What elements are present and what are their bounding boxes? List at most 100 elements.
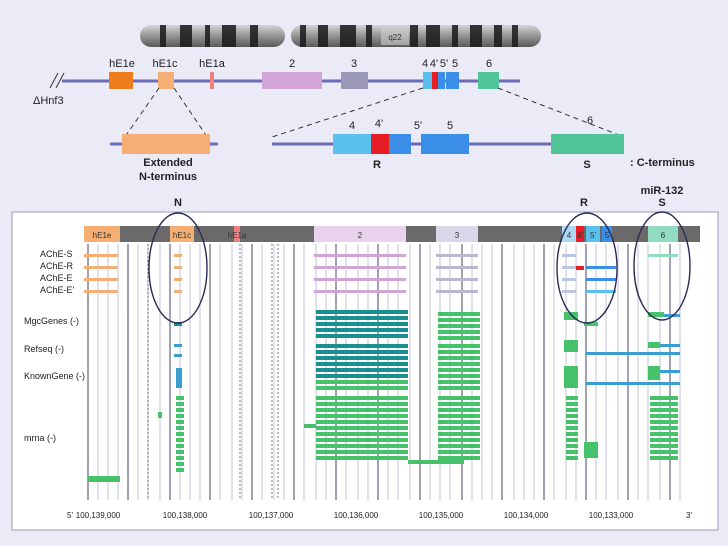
mrna-feature (566, 438, 578, 442)
gene-exon-3 (210, 72, 214, 89)
mgc-feature (438, 330, 480, 334)
mrna-feature (316, 414, 408, 418)
mrna-feature (566, 444, 578, 448)
zoom-exon-4-prime (371, 134, 389, 154)
mrna-feature (176, 450, 184, 454)
isoform-feature (174, 290, 182, 293)
mgc-feature (438, 324, 480, 328)
refseq-feature (438, 374, 480, 378)
mrna-feature (650, 414, 678, 418)
isoform-feature (314, 290, 406, 293)
isoform-feature (84, 278, 118, 281)
refseq-feature (316, 344, 408, 348)
zoom-label-6: 6 (587, 115, 593, 127)
mrna-feature (316, 450, 408, 454)
knowngene-feature (586, 382, 680, 385)
exon-bar-label: 5 (605, 231, 610, 240)
mrna-feature (438, 420, 480, 424)
zoom-exon-4 (333, 134, 371, 154)
exon-bar-segment (84, 226, 120, 242)
refseq-feature (438, 386, 480, 390)
zoom-detail: Extended N-terminus 4 4' 5' 5 6 R S : C-… (110, 115, 695, 183)
mrna-feature (566, 402, 578, 406)
exon-bar-label: hE1c (173, 231, 191, 240)
mgc-feature (648, 312, 664, 317)
mrna-feature (176, 408, 184, 412)
extended-caption-1: Extended (143, 157, 193, 169)
mrna-feature (88, 476, 120, 482)
exon-bar-segment (436, 226, 478, 242)
exon-bar-segment (170, 226, 194, 242)
mrna-feature (176, 432, 184, 436)
mrna-feature (566, 420, 578, 424)
exon-bar-label: 4' (577, 231, 583, 240)
mrna-feature (438, 456, 480, 460)
mrna-feature (566, 456, 578, 460)
isoform-feature (436, 254, 478, 257)
exon-bar-label: 3 (455, 231, 460, 240)
mrna-feature (408, 460, 464, 464)
knowngene-feature (648, 366, 660, 380)
isoform-feature (576, 266, 584, 270)
axis-start-label: 5' (67, 511, 73, 520)
mrna-feature (176, 468, 184, 472)
chromosome-ideogram: q22 (140, 25, 541, 47)
mgc-feature (316, 310, 408, 314)
gene-exon-label-10: 6 (486, 58, 492, 70)
isoform-feature (174, 266, 182, 269)
mrna-feature (650, 432, 678, 436)
axis-tick-label: 100,133,000 (589, 511, 634, 520)
knowngene-feature (176, 368, 182, 388)
gene-exon-label-1: hE1e (109, 58, 135, 70)
isoform-feature (562, 266, 576, 269)
mrna-feature (438, 450, 480, 454)
refseq-feature (316, 374, 408, 378)
chromosome-band-label: q22 (388, 33, 402, 42)
gene-exon-1 (109, 72, 133, 89)
exon-bar-label: 2 (358, 231, 363, 240)
gene-exon-label-7: 4' (430, 58, 438, 70)
highlight-ellipses (148, 211, 691, 324)
mgc-feature (316, 334, 408, 338)
exon-bar-label: hE1e (93, 231, 112, 240)
axis-tick-label: 100,135,000 (419, 511, 464, 520)
mrna-feature (650, 402, 678, 406)
extended-exon-box (122, 134, 210, 154)
mgc-feature (316, 328, 408, 332)
knowngene-feature (660, 370, 680, 373)
mrna-feature (176, 462, 184, 466)
annotation-track-label: mrna (-) (24, 433, 56, 443)
mrna-feature (316, 444, 408, 448)
gene-exon-label-4: 2 (289, 58, 295, 70)
refseq-feature (438, 368, 480, 372)
callout-n: N (174, 197, 182, 209)
refseq-feature (174, 344, 182, 347)
mgc-feature (664, 314, 680, 317)
exon-bar-segment (314, 226, 406, 242)
zoom-exon-5 (421, 134, 469, 154)
refseq-feature (564, 340, 578, 352)
axis-tick-label: 100,139,000 (76, 511, 121, 520)
mgc-feature (438, 312, 480, 316)
mrna-feature (584, 442, 598, 458)
axis-tick-label: 100,138,000 (163, 511, 208, 520)
gene-exon-8 (438, 72, 445, 89)
refseq-feature (660, 344, 680, 347)
gene-exon-7 (432, 72, 438, 89)
mrna-feature (566, 414, 578, 418)
gene-exon-label-8: 5' (440, 58, 448, 70)
gene-exon-5 (341, 72, 368, 89)
mrna-feature (566, 450, 578, 454)
zoom-label-5-prime: 5' (414, 120, 422, 132)
variant-label-s: S (583, 159, 590, 171)
refseq-feature (438, 344, 480, 348)
gene-exon-10 (478, 72, 499, 89)
mrna-feature (176, 426, 184, 430)
isoform-feature (562, 290, 576, 293)
zoom-label-5: 5 (447, 120, 453, 132)
gene-exon-9 (446, 72, 459, 89)
mgc-feature (564, 312, 578, 320)
refseq-feature (316, 356, 408, 360)
isoform-feature (314, 254, 406, 257)
